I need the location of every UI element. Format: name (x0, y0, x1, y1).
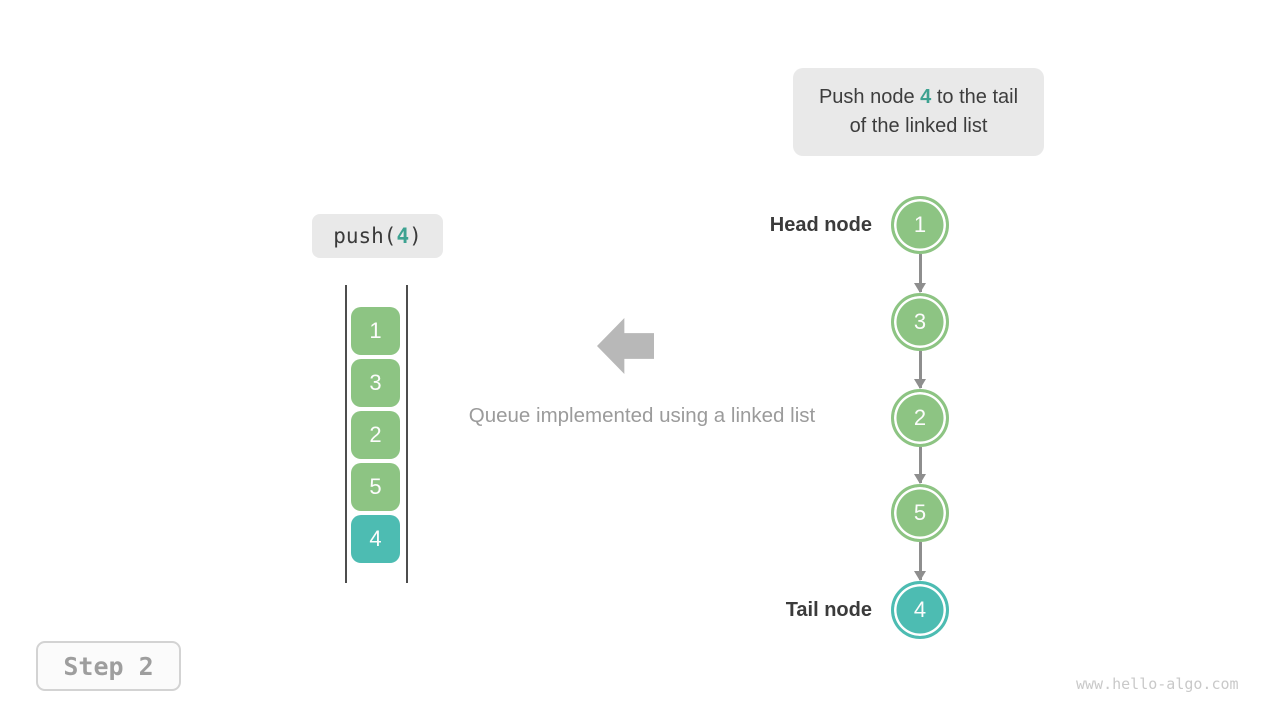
callout-text-after: to the tail of the linked list (849, 86, 1019, 137)
tail-node-label: Tail node (785, 599, 872, 621)
callout-text-before: Push node (818, 86, 921, 108)
queue-item-new: 4 (351, 515, 400, 563)
callout-text: Push node 4 to the tail of the linked li… (811, 83, 1026, 141)
linked-list-node: 5 (891, 484, 949, 542)
queue-boundary-line-left (345, 285, 347, 583)
queue-item: 1 (351, 307, 400, 355)
down-arrow-icon (918, 351, 922, 388)
down-arrow-icon (918, 447, 922, 483)
queue-boundary-line-right (406, 285, 408, 583)
linked-list-node: 1 (891, 196, 949, 254)
step-badge: Step 2 (36, 641, 181, 691)
linked-list-node-new: 4 (891, 581, 949, 639)
down-arrow-icon (918, 542, 922, 580)
push-annotation-callout: Push node 4 to the tail of the linked li… (793, 68, 1044, 156)
push-code-before: push( (333, 224, 397, 248)
left-block-arrow-icon (597, 318, 654, 374)
queue-item: 2 (351, 411, 400, 459)
watermark-text: www.hello-algo.com (1076, 675, 1239, 693)
linked-list-node: 3 (891, 293, 949, 351)
linked-list-node: 2 (891, 389, 949, 447)
push-code-after: ) (409, 224, 422, 248)
head-node-label: Head node (769, 214, 872, 236)
callout-accent-value: 4 (920, 86, 932, 108)
push-operation-badge: push(4) (312, 214, 443, 258)
queue-item: 3 (351, 359, 400, 407)
push-code-accent-value: 4 (396, 224, 410, 248)
down-arrow-icon (918, 254, 922, 292)
queue-item: 5 (351, 463, 400, 511)
caption-text: Queue implemented using a linked list (468, 404, 816, 427)
